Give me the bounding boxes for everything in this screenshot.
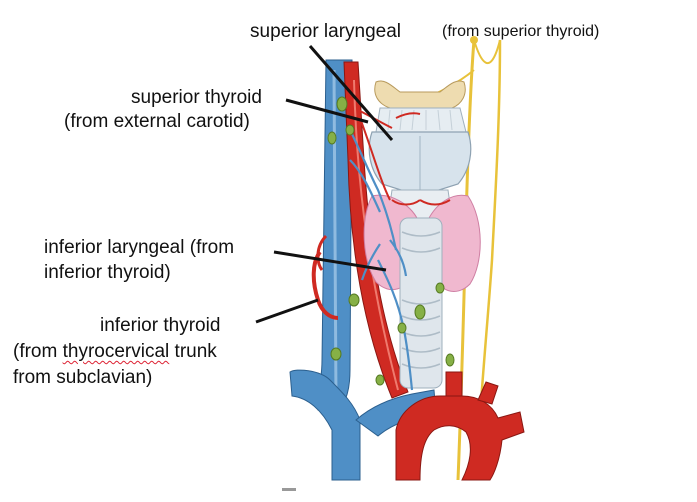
label-inferior-thyroid-suffix: trunk (169, 341, 217, 362)
lymph-node (337, 97, 347, 111)
label-inferior-thyroid-line1: inferior thyroid (100, 314, 220, 338)
lymph-node (398, 323, 406, 333)
trachea (400, 218, 442, 388)
lymph-node (346, 125, 354, 135)
small-credit-mark (282, 488, 296, 491)
lymph-node (349, 294, 359, 306)
pointer-inferior-thyroid (256, 300, 318, 322)
label-inferior-laryngeal-line2: inferior thyroid) (44, 261, 171, 285)
label-inferior-thyroid-prefix: (from (13, 341, 63, 362)
label-superior-thyroid-line1: superior thyroid (131, 86, 262, 110)
lymph-node (415, 305, 425, 319)
label-inferior-thyroid-line3: from subclavian) (13, 366, 152, 390)
lymph-node (331, 348, 341, 360)
lymph-node (436, 283, 444, 293)
label-inferior-thyroid-underlined: thyrocervical (63, 341, 170, 362)
lymph-node (376, 375, 384, 385)
label-inferior-laryngeal-line1: inferior laryngeal (from (44, 236, 234, 260)
label-inferior-thyroid-line2: (from thyrocervical trunk (13, 340, 217, 364)
lymph-node (328, 132, 336, 144)
label-superior-laryngeal: superior laryngeal (250, 20, 401, 44)
lymph-node (446, 354, 454, 366)
hyoid-bone (375, 81, 465, 108)
label-from-superior-thyroid: (from superior thyroid) (442, 20, 599, 44)
label-superior-thyroid-line2: (from external carotid) (64, 110, 250, 134)
